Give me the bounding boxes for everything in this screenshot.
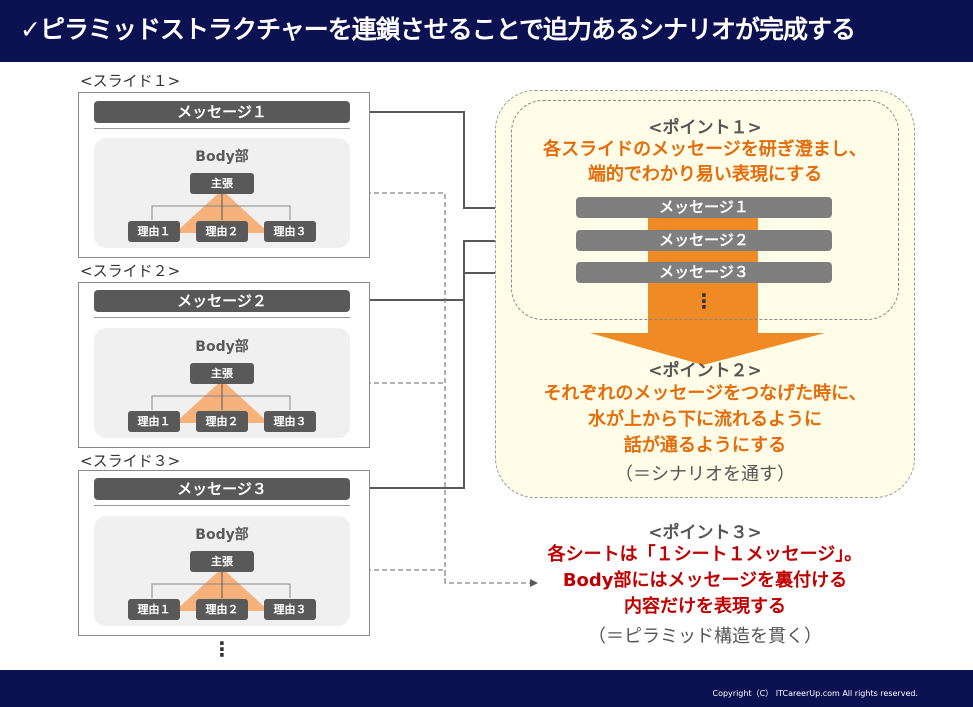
reason-node: 理由１ — [128, 599, 180, 620]
reason-node: 理由１ — [128, 411, 180, 432]
point2-heading: <ポイント２> — [648, 361, 762, 381]
slide3-body: Body部 主張 理由１ 理由２ 理由３ — [94, 516, 350, 626]
page-title: ✓ピラミッドストラクチャーを連鎖させることで迫力あるシナリオが完成する — [20, 15, 856, 44]
slide1-label: <スライド１> — [80, 72, 181, 90]
slide1-divider — [94, 128, 350, 129]
footer-bar: Copyright（C） ITCareerUp.com All rights r… — [0, 670, 973, 707]
point3-heading: <ポイント３> — [648, 523, 762, 543]
claim-node: 主張 — [190, 363, 254, 384]
slide1-body: Body部 主張 理由１ 理由２ 理由３ — [94, 138, 350, 248]
connector-body3 — [350, 569, 538, 587]
reason-node: 理由１ — [128, 221, 180, 242]
slide3-message: メッセージ３ — [94, 478, 350, 500]
slide1-message: メッセージ１ — [94, 101, 350, 123]
point3-note: （＝ピラミッド構造を貫く） — [588, 626, 822, 647]
point1-panel — [511, 100, 899, 320]
right-continuation: ⋮ — [694, 289, 714, 313]
slides-continuation: ⋮ — [212, 637, 232, 661]
slide2-message: メッセージ２ — [94, 290, 350, 312]
point3-line3: 内容だけを表現する — [624, 596, 786, 617]
point3-line1: 各シートは「１シート１メッセージ」。 — [547, 544, 863, 565]
reason-node: 理由２ — [196, 411, 248, 432]
body-title: Body部 — [195, 527, 249, 543]
right-message-3: メッセージ３ — [576, 262, 832, 283]
right-message-2: メッセージ２ — [576, 230, 832, 251]
point1-line1: 各スライドのメッセージを研ぎ澄まし、 — [543, 139, 867, 160]
point3-line2: Body部にはメッセージを裏付ける — [562, 570, 848, 591]
reason-node: 理由２ — [196, 599, 248, 620]
slide3-label: <スライド３> — [80, 452, 181, 470]
right-message-1: メッセージ１ — [576, 197, 832, 218]
point2-note: （＝シナリオを通す） — [615, 464, 795, 485]
slide2-body: Body部 主張 理由１ 理由２ 理由３ — [94, 328, 350, 438]
claim-node: 主張 — [190, 173, 254, 194]
reason-node: 理由３ — [264, 411, 316, 432]
point1-heading: <ポイント１> — [648, 118, 762, 138]
slide3-divider — [94, 505, 350, 506]
slide2-label: <スライド２> — [80, 262, 181, 280]
copyright-text: Copyright（C） ITCareerUp.com All rights r… — [712, 689, 919, 698]
point2-line2: 水が上から下に流れるように — [588, 409, 822, 430]
flow-arrow-icon — [590, 215, 825, 365]
point2-line1: それぞれのメッセージをつなげた時に、 — [543, 383, 867, 404]
reason-node: 理由３ — [264, 599, 316, 620]
point1-line2: 端的でわかり易い表現にする — [587, 164, 823, 185]
slide2-divider — [94, 317, 350, 318]
reason-node: 理由３ — [264, 221, 316, 242]
body-title: Body部 — [195, 339, 249, 355]
reason-node: 理由２ — [196, 221, 248, 242]
header-bar: ✓ピラミッドストラクチャーを連鎖させることで迫力あるシナリオが完成する — [0, 0, 973, 62]
point2-line3: 話が通るようにする — [623, 435, 787, 456]
claim-node: 主張 — [190, 551, 254, 572]
body-title: Body部 — [195, 149, 249, 165]
connector-body1 — [350, 192, 446, 583]
